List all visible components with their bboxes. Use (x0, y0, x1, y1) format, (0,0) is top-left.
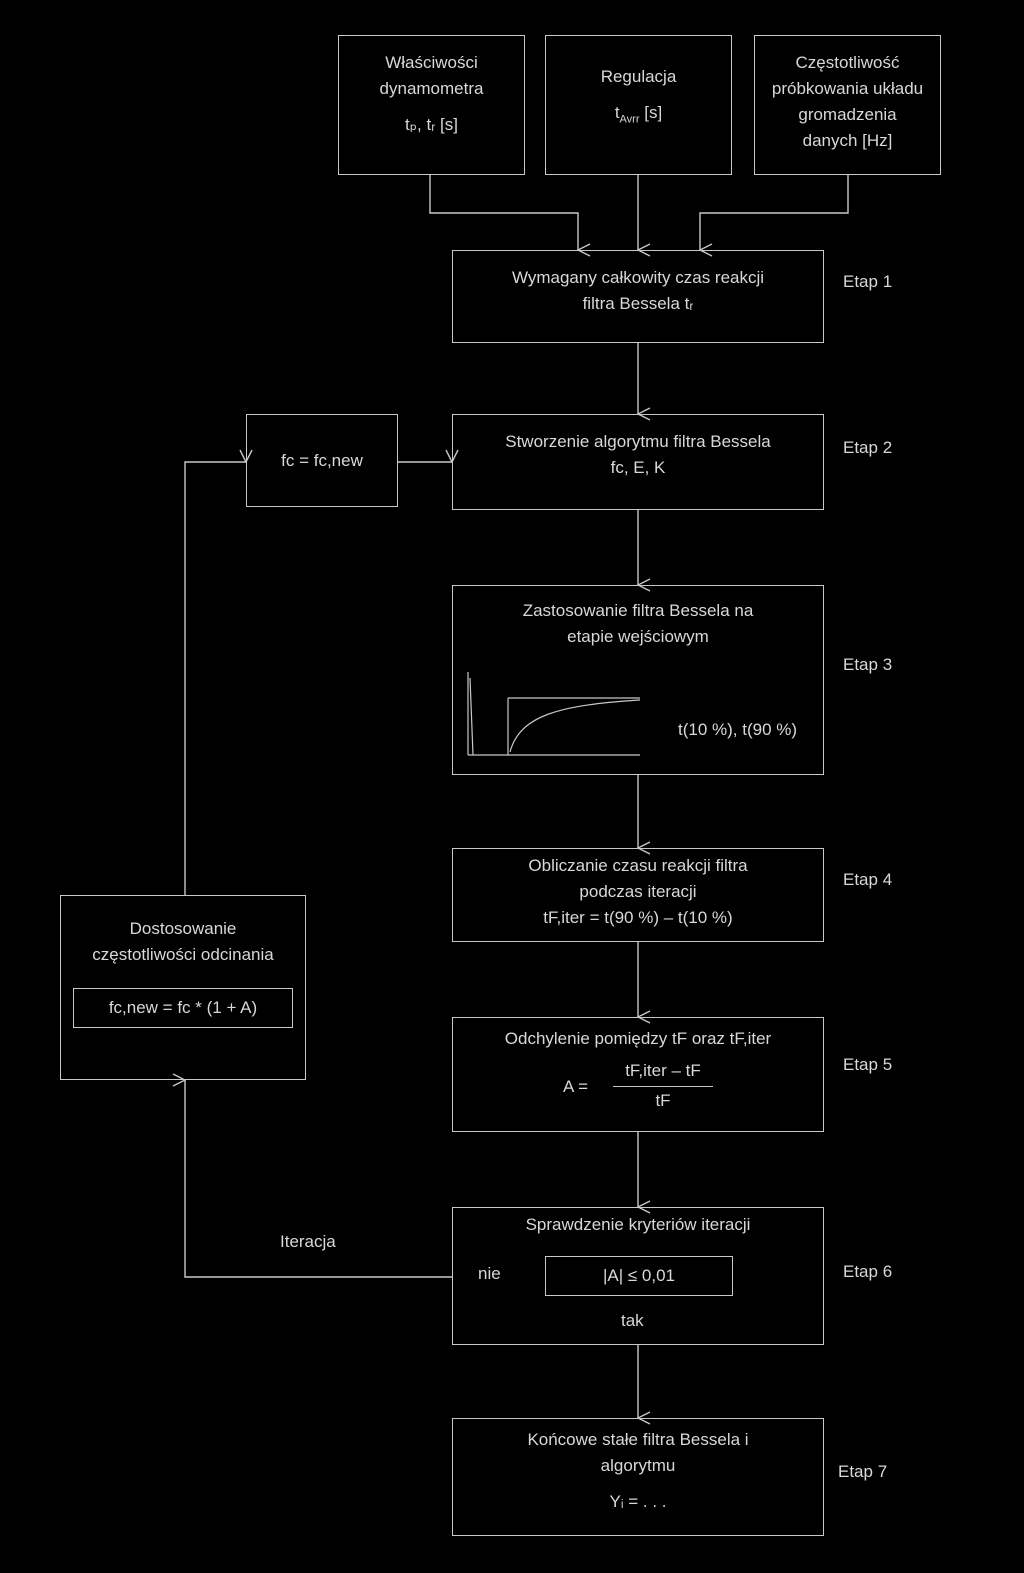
stage4-label: Etap 4 (843, 870, 893, 889)
stage1-label: Etap 1 (843, 272, 893, 291)
step5-box: Odchylenie pomiędzy tF oraz tF,iter A = … (452, 1017, 824, 1132)
reg-unit: [s] (639, 103, 663, 122)
dyn-line1: Właściwości (385, 53, 478, 72)
s6-no-label: nie (478, 1264, 501, 1283)
fc-box: fc = fc,new (246, 414, 398, 507)
s1-line1: Wymagany całkowity czas reakcji (511, 268, 765, 287)
s7-line1: Końcowe stałe filtra Bessela i (527, 1430, 749, 1449)
samp-line1: Częstotliwość (795, 53, 900, 72)
s2-line2: fc, E, K (610, 458, 666, 477)
reg-t: t (614, 103, 620, 122)
s6-line1: Sprawdzenie kryteriów iteracji (525, 1215, 751, 1234)
stage3-label: Etap 3 (843, 655, 893, 674)
connector-loop-back (185, 1080, 452, 1278)
step3-box: Zastosowanie filtra Bessela na etapie we… (452, 585, 824, 775)
input-sampling-box: Częstotliwość próbkowania układu gromadz… (754, 35, 941, 175)
samp-line4: danych [Hz] (802, 131, 893, 150)
step6-box: Sprawdzenie kryteriów iteracji |A| ≤ 0,0… (452, 1207, 824, 1345)
s2-line1: Stworzenie algorytmu filtra Bessela (505, 432, 771, 451)
s5-line1: Odchylenie pomiędzy tF oraz tF,iter (504, 1029, 772, 1048)
s5-fraction-bar (613, 1086, 713, 1087)
connector-samp-to-s1 (700, 175, 849, 250)
s6-criterion-box: |A| ≤ 0,01 (545, 1256, 733, 1296)
stage5-label: Etap 5 (843, 1055, 893, 1074)
adjust-line2: częstotliwości odcinania (92, 945, 274, 964)
s5-den: tF (655, 1091, 671, 1110)
s1-line2: filtra Bessela tᵣ (582, 294, 694, 313)
s3-time-label: t(10 %), t(90 %) (678, 720, 798, 739)
s5-num: tF,iter – tF (625, 1061, 701, 1080)
s4-line2: podczas iteracji (579, 882, 697, 901)
step2-box: Stworzenie algorytmu filtra Bessela fc, … (452, 414, 824, 510)
input-regulation-box: Regulacja tAvrr [s] (545, 35, 732, 175)
s3-line1: Zastosowanie filtra Bessela na (522, 601, 754, 620)
s4-line3: tF,iter = t(90 %) – t(10 %) (543, 908, 733, 927)
fc-text: fc = fc,new (281, 451, 363, 470)
adjust-formula: fc,new = fc * (1 + A) (108, 998, 258, 1017)
step1-box: Wymagany całkowity czas reakcji filtra B… (452, 250, 824, 343)
samp-line3: gromadzenia (798, 105, 897, 124)
dyn-line3: tₚ, tᵣ [s] (405, 115, 458, 134)
s4-line1: Obliczanie czasu reakcji filtra (528, 856, 748, 875)
s3-line2: etapie wejściowym (567, 627, 709, 646)
stage7-label: Etap 7 (838, 1462, 888, 1481)
s7-line2: algorytmu (600, 1456, 676, 1475)
dyn-line2: dynamometra (379, 79, 484, 98)
s5-a: A = (563, 1077, 589, 1096)
stage6-label: Etap 6 (843, 1262, 893, 1281)
reg-sub: Avrr (619, 113, 640, 126)
iteration-label: Iteracja (280, 1232, 336, 1251)
reg-line1: Regulacja (600, 67, 677, 86)
input-dynamometer-box: Właściwości dynamometra tₚ, tᵣ [s] (338, 35, 525, 175)
step7-box: Końcowe stałe filtra Bessela i algorytmu… (452, 1418, 824, 1536)
adjust-line1: Dostosowanie (129, 919, 237, 938)
response-curve-chart (467, 672, 641, 756)
adjust-box: Dostosowanie częstotliwości odcinania fc… (60, 895, 306, 1080)
s6-yes: tak (621, 1311, 644, 1330)
connector-dyn-to-s1 (429, 175, 578, 250)
adjust-formula-box: fc,new = fc * (1 + A) (73, 988, 293, 1028)
connector-adjust-to-fc (184, 462, 246, 895)
step4-box: Obliczanie czasu reakcji filtra podczas … (452, 848, 824, 942)
s6-criterion: |A| ≤ 0,01 (602, 1266, 676, 1285)
samp-line2: próbkowania układu (771, 79, 924, 98)
stage2-label: Etap 2 (843, 438, 893, 457)
s7-line3: Yᵢ = . . . (609, 1492, 667, 1511)
